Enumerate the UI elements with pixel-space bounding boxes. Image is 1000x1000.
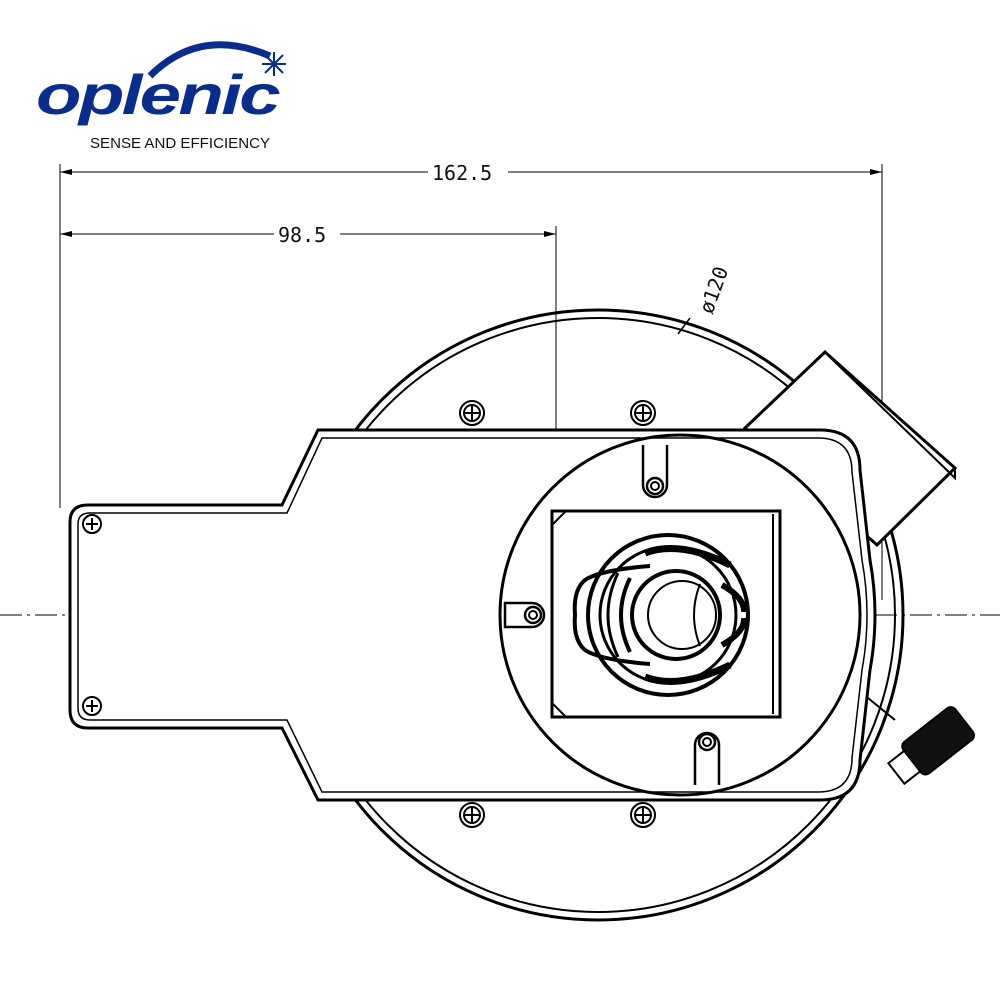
screw-icon	[82, 696, 102, 716]
screw-icon	[82, 514, 102, 534]
brand-logo: oplenic SENSE AND EFFICIENCY	[36, 41, 286, 152]
logo-tagline: SENSE AND EFFICIENCY	[90, 135, 270, 152]
slot-left	[503, 601, 546, 629]
diameter-leader	[677, 317, 691, 335]
locking-knob	[886, 706, 976, 786]
logo-wordmark: oplenic	[36, 63, 280, 126]
star-icon	[262, 52, 286, 76]
screw-icon	[630, 802, 656, 828]
slot-bottom	[693, 731, 721, 785]
screw-icon	[630, 400, 656, 426]
dim-diameter: ø120	[694, 263, 733, 316]
slot-top	[641, 445, 669, 499]
knob-shaft	[867, 697, 896, 721]
eyepiece-adapter	[572, 533, 750, 697]
rotator-disc	[498, 433, 862, 797]
dim-center-offset: 98.5	[278, 223, 326, 247]
screw-icon	[459, 802, 485, 828]
screws	[82, 400, 656, 828]
logo-arc	[147, 41, 272, 79]
dim-overall-width: 162.5	[432, 161, 492, 185]
screw-icon	[459, 400, 485, 426]
